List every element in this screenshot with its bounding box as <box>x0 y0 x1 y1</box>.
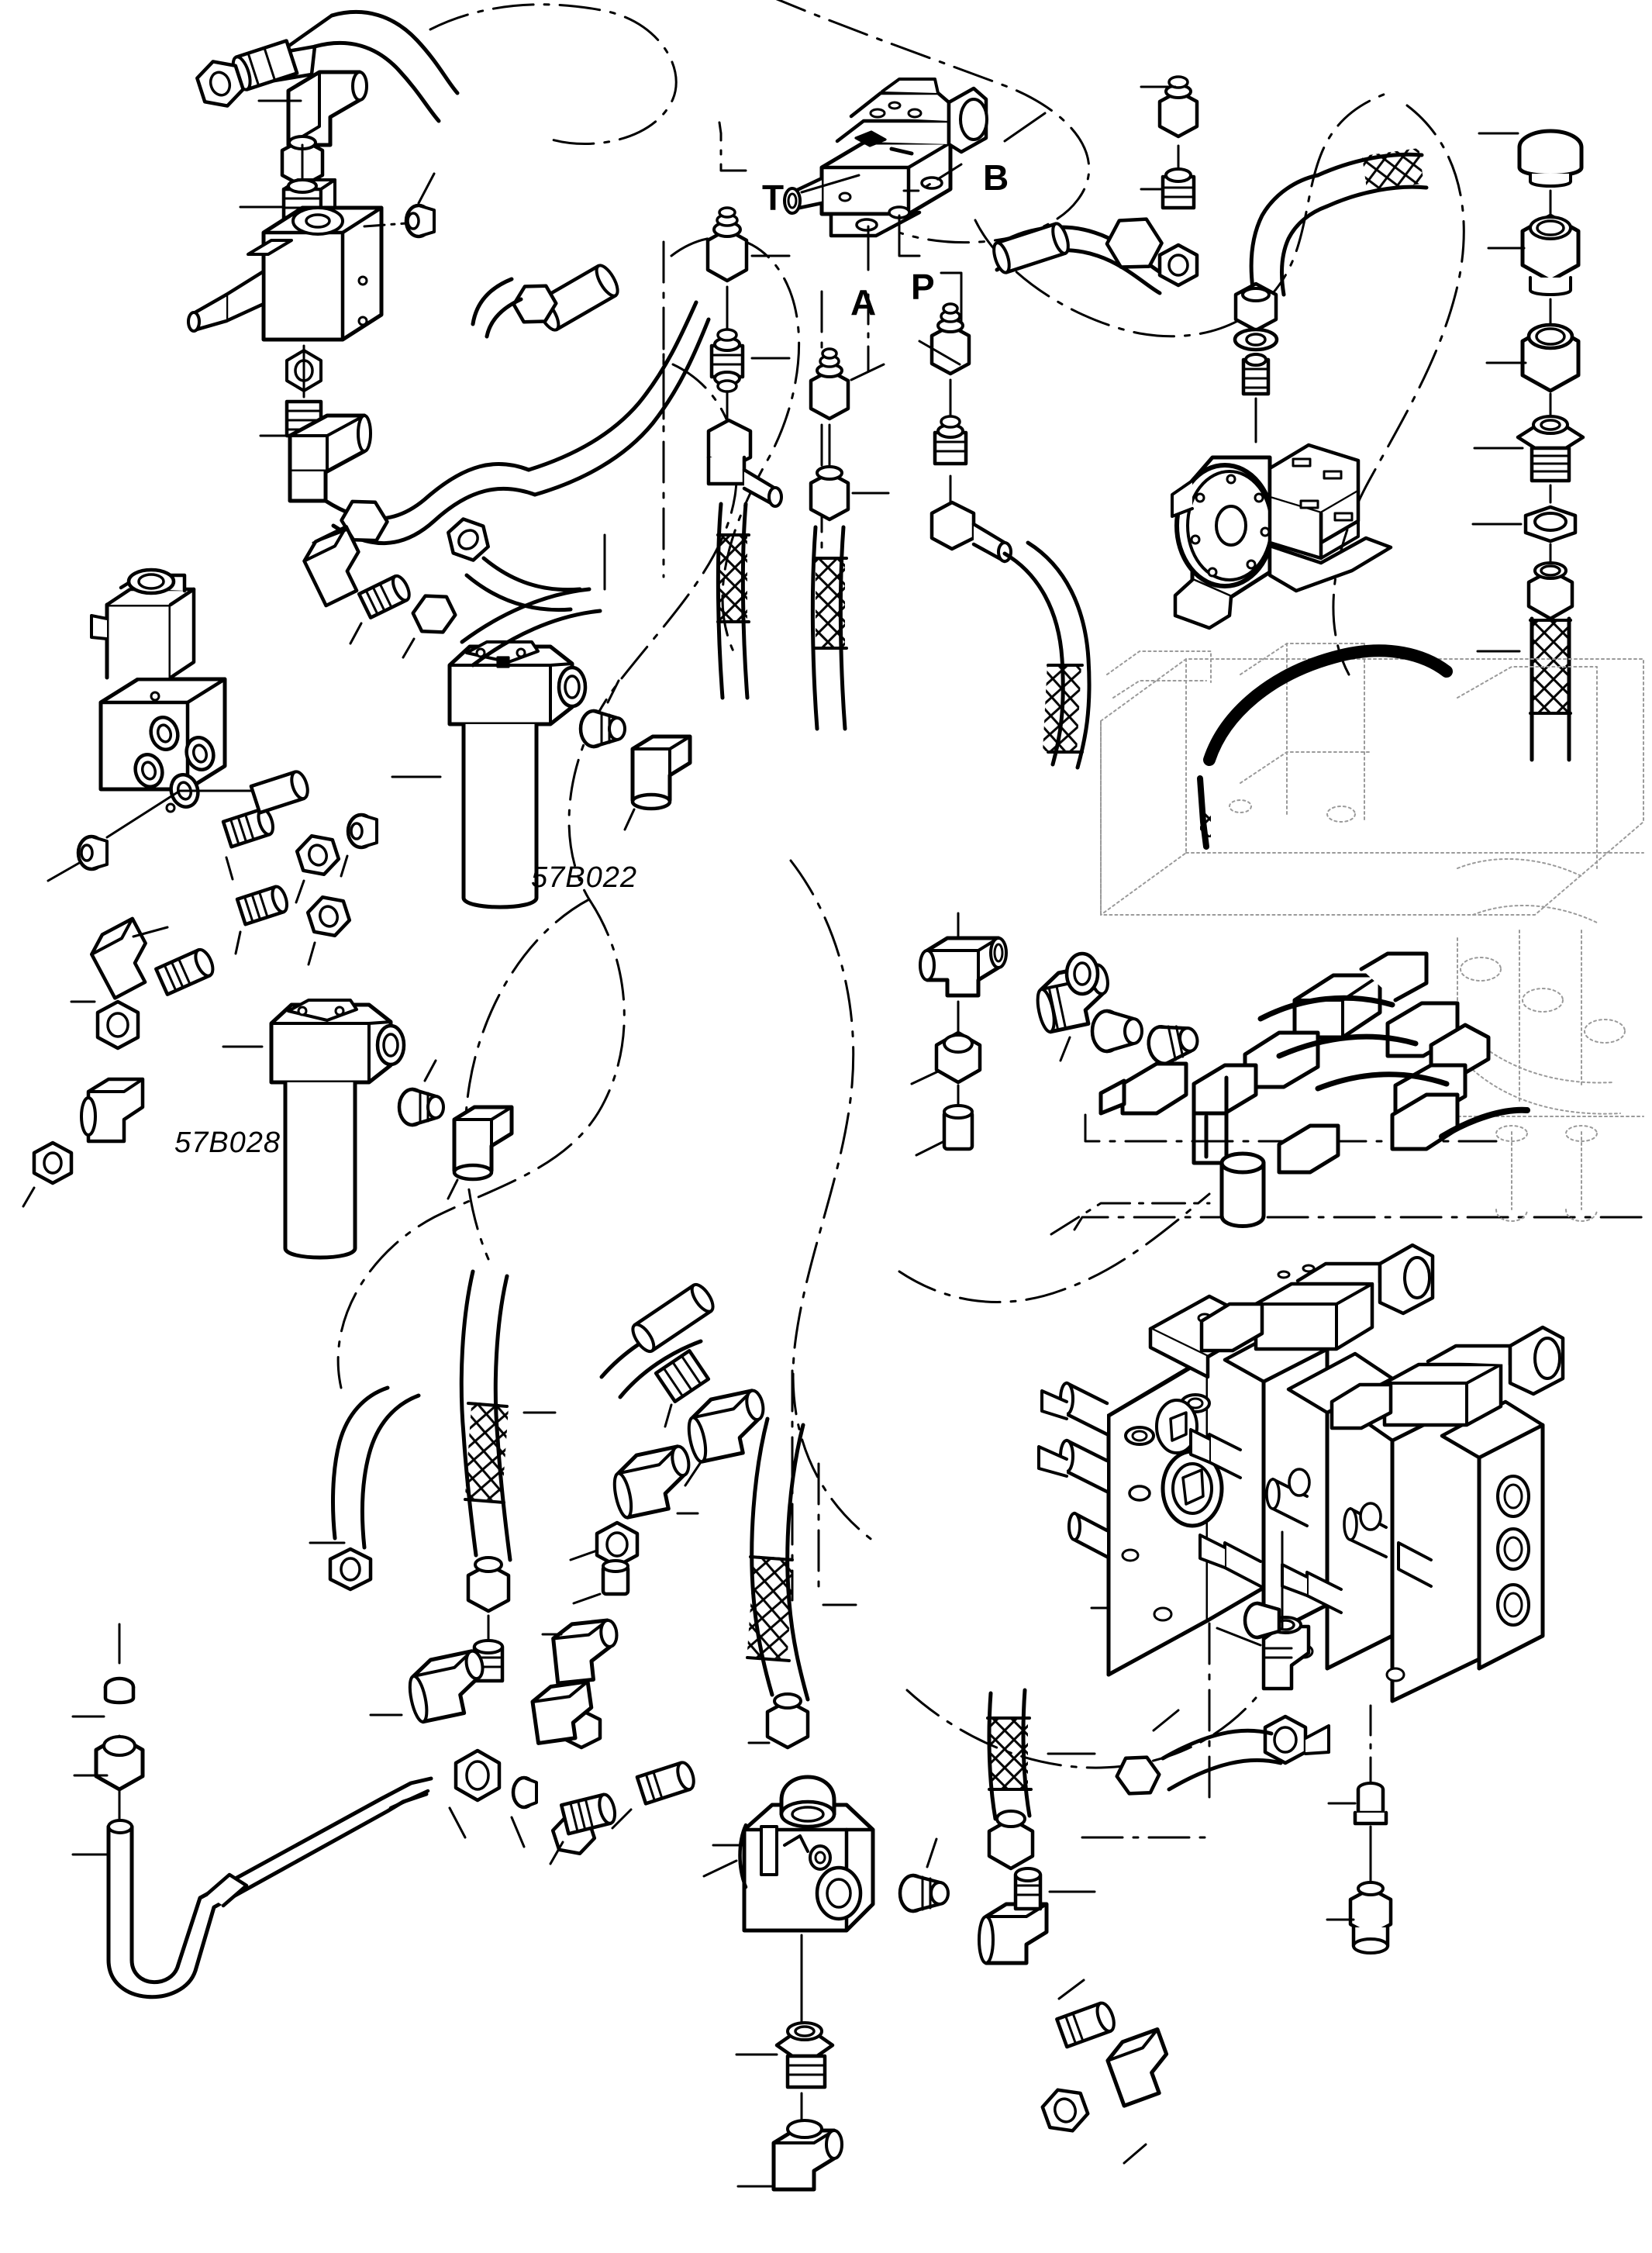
port-label-A: A <box>850 282 877 323</box>
assembly-ref-57B022: 57B022 <box>531 861 638 894</box>
port-label-B: B <box>983 157 1009 198</box>
port-label-T: T <box>762 178 785 218</box>
assembly-ref-57B028: 57B028 <box>174 1126 281 1159</box>
port-label-P: P <box>911 267 935 307</box>
